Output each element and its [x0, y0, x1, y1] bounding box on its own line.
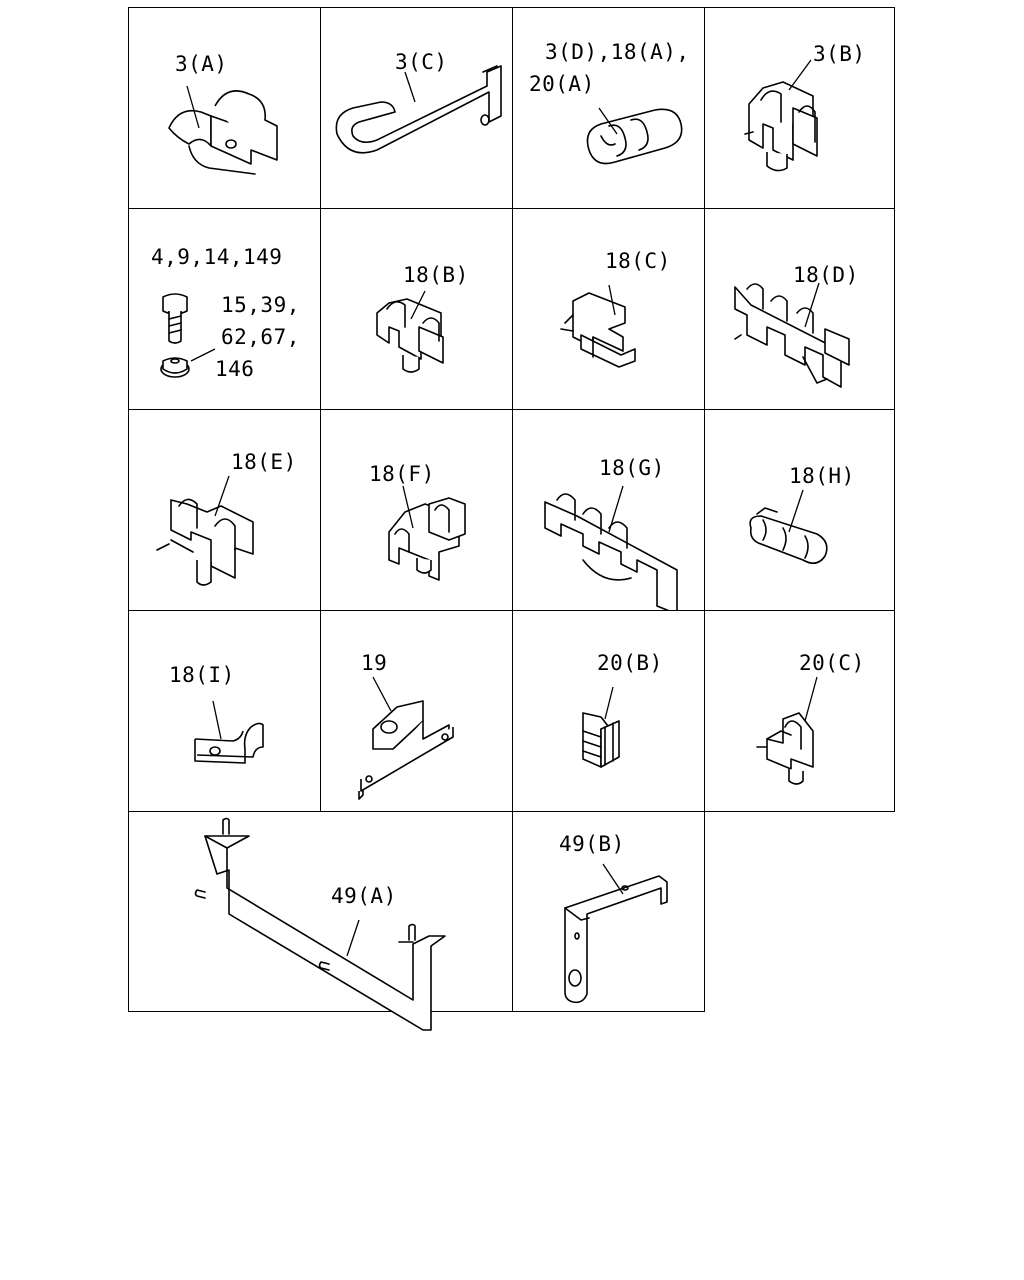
bracket-3c-icon — [335, 65, 502, 154]
label-18g: 18(G) — [599, 456, 665, 480]
label-18c: 18(C) — [605, 249, 671, 273]
pipe-clip-20c-icon — [756, 676, 818, 785]
label-20c: 20(C) — [799, 651, 865, 675]
cell-clip-18d: 18(D) — [704, 208, 895, 410]
bracket-19-icon — [358, 676, 454, 800]
bolt-icon — [162, 293, 188, 344]
bracket-49b-icon — [564, 863, 668, 1004]
label-3c: 3(C) — [395, 50, 448, 74]
pipe-clip-3d-icon — [586, 107, 683, 165]
label-18b: 18(B) — [403, 263, 469, 287]
label-3d-line2: 20(A) — [529, 72, 595, 96]
pipe-clip-20b-icon — [582, 686, 620, 768]
cell-clip-3a: 3(A) — [128, 7, 321, 209]
cell-clip-18f: 18(F) — [320, 409, 513, 611]
pipe-clip-3a-icon — [168, 85, 278, 175]
label-bolt-line2: 15,39, — [221, 293, 300, 317]
label-bolt-line1: 4,9,14,149 — [151, 245, 283, 269]
flange-nut-icon — [160, 357, 190, 378]
bracket-18i-icon — [194, 700, 264, 764]
pipe-clip-18g-icon — [544, 485, 678, 615]
bolt-nut-icon — [160, 293, 216, 378]
pipe-clip-18c-icon — [560, 284, 636, 368]
cell-clip-18c: 18(C) — [512, 208, 705, 410]
cell-bracket-19: 19 — [320, 610, 513, 812]
label-18i: 18(I) — [169, 663, 235, 687]
cell-bolt-nut: 4,9,14,149 15,39, 62,67, 146 — [128, 208, 321, 410]
pipe-clip-3b-icon — [744, 59, 818, 172]
cell-clip-18i: 18(I) — [128, 610, 321, 812]
cell-clip-3c: 3(C) — [320, 7, 513, 209]
cell-clip-18b: 18(B) — [320, 208, 513, 410]
pipe-clip-18d-icon — [734, 282, 850, 388]
label-3a: 3(A) — [175, 52, 228, 76]
cell-clip-3b: 3(B) — [704, 7, 895, 209]
cell-clip-18h: 18(H) — [704, 409, 895, 611]
cell-clip-18g: 18(G) — [512, 409, 705, 615]
label-19: 19 — [361, 651, 388, 675]
label-49a: 49(A) — [331, 884, 397, 908]
cell-clip-3d: 3(D),18(A), 20(A) — [512, 7, 705, 209]
cell-bracket-49b: 49(B) — [512, 811, 705, 1012]
label-18d: 18(D) — [793, 263, 859, 287]
label-bolt-line3: 62,67, — [221, 325, 300, 349]
pipe-clip-18h-icon — [749, 489, 828, 564]
label-3d-line1: 3(D),18(A), — [545, 40, 690, 64]
pipe-clip-18e-icon — [156, 475, 254, 586]
bracket-49a-icon — [194, 817, 446, 1031]
label-20b: 20(B) — [597, 651, 663, 675]
cell-clip-20b: 20(B) — [512, 610, 705, 812]
label-49b: 49(B) — [559, 832, 625, 856]
label-3b: 3(B) — [813, 42, 866, 66]
cell-clip-20c: 20(C) — [704, 610, 895, 812]
pipe-clip-18f-icon — [388, 485, 466, 581]
label-18f: 18(F) — [369, 462, 435, 486]
label-bolt-line4: 146 — [215, 357, 255, 381]
label-18h: 18(H) — [789, 464, 855, 488]
parts-grid: 3(A) 3(C) 3(D),18(A), 20(A) — [128, 7, 895, 1031]
pipe-clip-18b-icon — [376, 290, 444, 373]
cell-clip-18e: 18(E) — [128, 409, 321, 611]
label-18e: 18(E) — [231, 450, 297, 474]
cell-bracket-49a: 49(A) — [128, 811, 513, 1031]
